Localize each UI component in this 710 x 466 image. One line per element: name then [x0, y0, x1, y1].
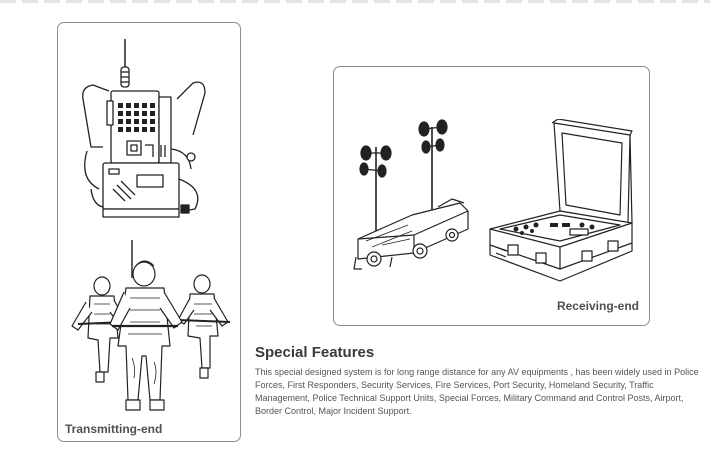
receiver-case-illustration [489, 119, 633, 282]
transmitting-end-panel: Transmitting-end [57, 22, 241, 442]
soldiers-illustration [71, 240, 231, 411]
antenna-vehicle-illustration [353, 119, 469, 270]
special-features-heading: Special Features [255, 344, 375, 361]
receiving-end-caption: Receiving-end [556, 299, 639, 313]
transmitting-end-caption: Transmitting-end [65, 422, 163, 436]
top-decorative-rule [0, 0, 710, 3]
receiving-end-panel: Receiving-end [333, 66, 650, 326]
backpack-transmitter-illustration [82, 39, 206, 218]
special-features-description: This special designed system is for long… [255, 367, 699, 416]
